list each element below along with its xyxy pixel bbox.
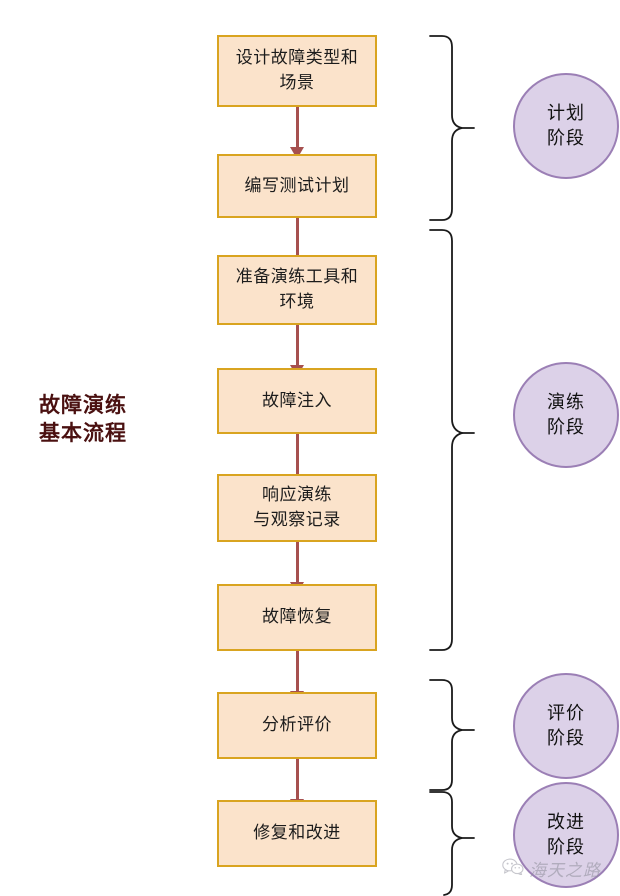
node-analysis-evaluation[interactable]: 分析评价 [217,692,377,759]
node-design-fault-types[interactable]: 设计故障类型和 场景 [217,35,377,107]
phase-planning[interactable]: 计划 阶段 [513,73,619,179]
brace-drill-phase [428,224,476,660]
node-fault-injection[interactable]: 故障注入 [217,368,377,434]
page-title: 故障演练 基本流程 [39,394,127,446]
node-response-drill-observe[interactable]: 响应演练 与观察记录 [217,474,377,542]
phase-drill[interactable]: 演练 阶段 [513,362,619,468]
phase-improvement[interactable]: 改进 阶段 [513,782,619,888]
node-write-test-plan[interactable]: 编写测试计划 [217,154,377,218]
node-fault-recovery[interactable]: 故障恢复 [217,584,377,651]
watermark: 海天之路 [502,856,601,881]
wechat-icon [502,858,524,880]
node-repair-improve[interactable]: 修复和改进 [217,800,377,867]
phase-evaluation[interactable]: 评价 阶段 [513,673,619,779]
brace-planning-phase [428,30,476,226]
arrow-design-to-plan [217,105,377,159]
node-prepare-tools-env[interactable]: 准备演练工具和 环境 [217,255,377,325]
brace-evaluation-phase [428,674,476,798]
watermark-text: 海天之路 [529,861,601,880]
brace-improvement-phase [428,786,476,896]
